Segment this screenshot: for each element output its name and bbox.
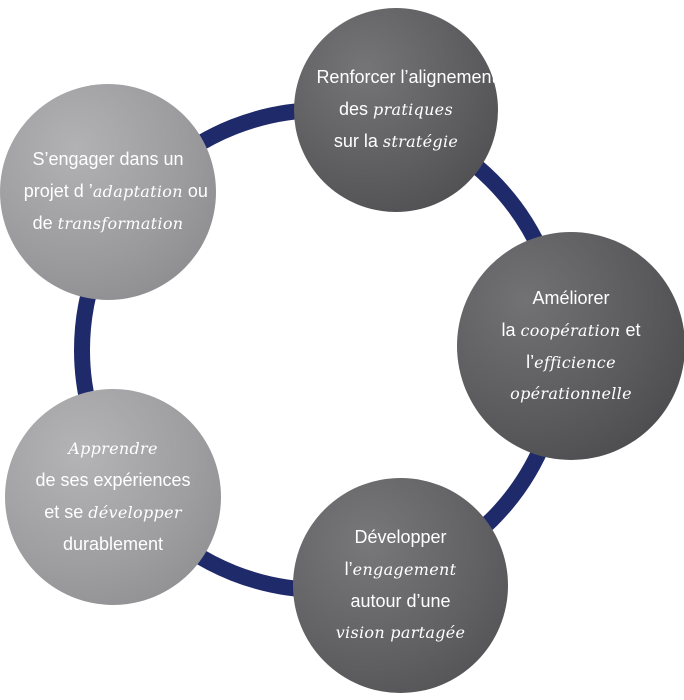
node-text-line: Renforcer l’alignement: [316, 62, 496, 94]
plain-text: la: [501, 319, 521, 340]
node-text-line: Développer: [317, 522, 485, 554]
plain-text: de: [32, 213, 58, 233]
plain-text: l’: [526, 351, 535, 372]
plain-text: autour d’une: [350, 591, 451, 611]
node-text-line: vision partagée: [317, 618, 485, 649]
script-word: efficience: [534, 352, 616, 372]
node-text-line: de ses expériences: [29, 465, 197, 497]
plain-text: de ses expériences: [35, 469, 191, 490]
node-text-line: projet d ’adaptation ou: [23, 176, 208, 208]
script-word: stratégie: [382, 132, 459, 151]
node-text-line: opérationnelle: [482, 379, 660, 410]
script-word: développer: [88, 502, 182, 522]
node-text-line: l’engagement: [317, 554, 485, 586]
plain-text: Renforcer l’alignement: [316, 67, 497, 87]
script-word: transformation: [57, 214, 184, 233]
plain-text: S’engager dans un: [32, 149, 184, 169]
plain-text: l’: [344, 559, 353, 579]
script-word: coopération: [520, 320, 621, 340]
script-word: opérationnelle: [510, 383, 632, 403]
plain-text: ou: [182, 181, 208, 201]
script-word: adaptation: [92, 182, 183, 201]
node-text-line: de transformation: [24, 208, 192, 240]
node-text-line: Apprendre: [29, 434, 197, 465]
plain-text: Améliorer: [532, 287, 610, 308]
script-word: engagement: [352, 560, 457, 579]
node-text-line: durablement: [29, 529, 197, 561]
node-text-line: S’engager dans un: [24, 144, 192, 176]
node-text-line: sur la stratégie: [316, 126, 475, 158]
node-text-line: des pratiques: [316, 94, 475, 126]
node-text-line: Améliorer: [482, 283, 660, 315]
plain-text: et se: [44, 501, 89, 522]
node-text-line: l’efficience: [482, 347, 660, 379]
plain-text: Développer: [354, 527, 447, 547]
plain-text: et: [620, 319, 641, 340]
plain-text: durablement: [62, 533, 164, 554]
plain-text: projet d ’: [23, 181, 93, 201]
node-apprendre: Apprendre de ses expériences et se dévelop…: [5, 389, 221, 605]
node-text-line: autour d’une: [317, 586, 485, 618]
node-text-line: et se développer: [29, 497, 197, 529]
node-engager: S’engager dans un projet d ’adaptation ou…: [0, 84, 216, 300]
node-apprendre-text: Apprendre de ses expériences et se dévelop…: [29, 434, 197, 561]
script-word: pratiques: [373, 100, 453, 119]
node-text-line: la coopération et: [482, 315, 660, 347]
node-engager-text: S’engager dans un projet d ’adaptation ou…: [23, 144, 208, 240]
script-word: vision partagée: [335, 623, 466, 642]
plain-text: des: [339, 99, 374, 119]
script-word: Apprendre: [68, 438, 158, 458]
plain-text: sur la: [333, 131, 383, 151]
